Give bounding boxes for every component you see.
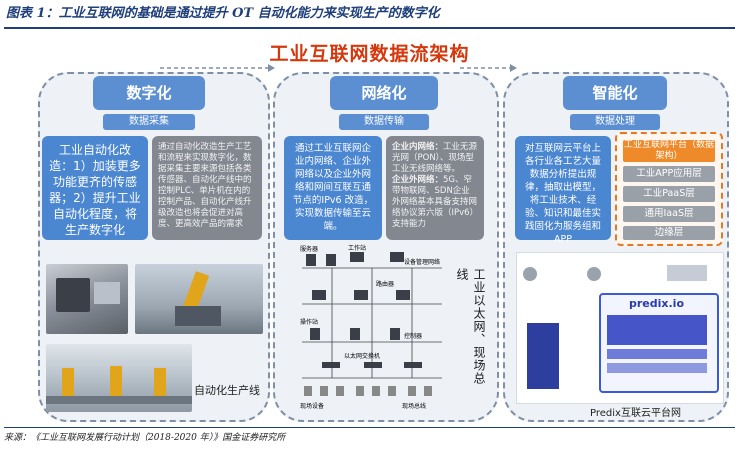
robot-arm-photo [135,264,263,334]
source-note: 来源：《工业互联网发展行动计划（2018-2020 年）》国金证券研究所 [4,433,286,443]
platform-layer-main: 工业互联网平台（数据架构） [623,140,715,162]
intelligence-title: 智能化 [563,76,667,110]
net-label-server: 服务器 [300,245,318,253]
predix-layer-bar-2 [607,363,707,373]
networking-subtitle: 数据传输 [339,114,429,130]
networking-title: 网络化 [330,76,438,110]
production-line-photo [46,344,192,412]
panel-networking [273,72,499,422]
production-line-caption: 自动化生产线 [194,384,260,397]
network-topology-diagram: 服务器 工作站 设备管理网络 路由器 控制器 现场设备 操作站 以太网交换机 现… [300,244,442,410]
platform-layer-app: 工业APP应用层 [623,166,715,182]
predix-architecture-diagram: predix.io [516,252,724,404]
networking-blue-box: 通过工业互联网企业内网络、企业外网络以及企业外网络和网间互联互通节点的IPv6 … [284,136,382,240]
digitalization-blue-box: 工业自动化改造：1）加装更多功能更齐的传感器；2）提升工业自动化程度，将生产数字… [42,136,148,240]
user-device-icon [667,265,707,281]
net-label-workstation: 工作站 [348,244,366,252]
net-label-device-mgmt: 设备管理网络 [404,258,440,266]
intelligence-subtitle: 数据处理 [570,114,660,130]
net-label-router: 路由器 [376,280,394,288]
digitalization-subtitle: 数据采集 [103,114,195,130]
extranet-title: 企业外网络： [392,175,444,185]
intelligence-blue-box: 对互联网云平台上各行业各工艺大量数据分析提出规律，抽取出模型，将工业技术、经验、… [515,136,611,245]
digitalization-title: 数字化 [93,76,205,110]
main-title: 工业互联网数据流架构 [269,43,470,65]
bottom-rule [4,427,735,428]
digitalization-grey-box: 通过自动化改造生产工艺和流程来实现数字化，数据采集主要来源包括各类传感器、自动化… [152,136,262,240]
net-label-field-device: 现场设备 [300,402,324,410]
predix-layer-bar-1 [607,349,707,359]
intranet-text: 工业无源光网（PON）、现场型工业无线网络等。 [392,142,478,174]
net-label-controller: 控制器 [404,332,422,340]
predix-caption: Predix互联云平台网 [590,408,681,419]
device-icon [523,267,537,281]
network-vertical-label: 工业以太网、现场总线 [455,268,486,385]
extranet-text: 5G、窄带物联网、SDN企业外网络基本具备支持网络协议第六版（IPv6）支持能力 [392,175,478,229]
platform-layer-paas: 工业PaaS层 [623,186,715,202]
figure-title: 图表 1：工业互联网的基础是通过提升 OT 自动化能力来实现生产的数字化 [6,6,440,21]
net-label-operator: 操作站 [300,318,318,326]
cnc-machine-photo [46,264,128,334]
predix-services-block [607,315,707,345]
net-label-switch: 以太网交换机 [344,352,380,360]
net-label-fieldbus: 现场总线 [402,402,426,410]
platform-layer-edge: 边缘层 [623,226,715,240]
predix-brand: predix.io [629,297,685,310]
cloud-node-icon [587,267,601,281]
title-rule [4,27,735,29]
platform-stack: 工业互联网平台（数据架构） 工业APP应用层 工业PaaS层 通用IaaS层 边… [615,132,723,246]
predix-machine-block [527,323,559,389]
platform-layer-iaas: 通用IaaS层 [623,206,715,222]
networking-grey-box: 企业内网络：工业无源光网（PON）、现场型工业无线网络等。 企业外网络：5G、窄… [386,136,484,240]
intranet-title: 企业内网络： [392,142,444,152]
